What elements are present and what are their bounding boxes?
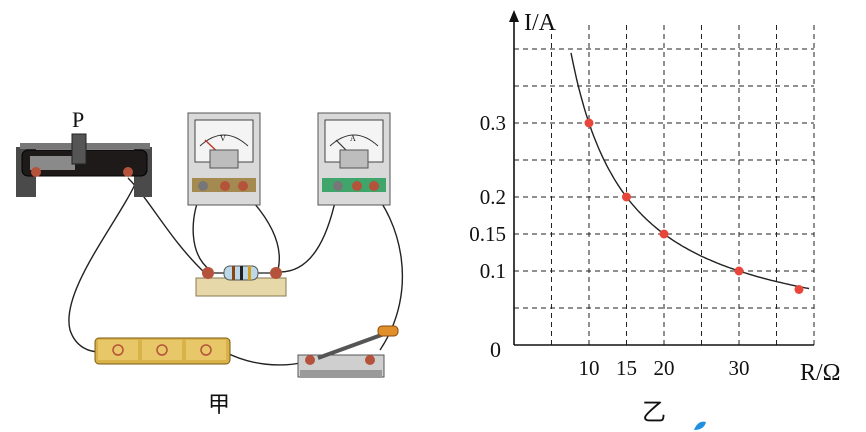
grid <box>514 22 815 345</box>
rheostat-terminal-right <box>123 167 133 177</box>
y-tick-label: 0.3 <box>480 111 506 135</box>
resistor-board <box>195 277 287 297</box>
series-points <box>584 118 804 294</box>
voltmeter-terminal-2 <box>238 181 248 191</box>
switch-terminal-left <box>305 355 315 365</box>
rheostat-slider-p[interactable] <box>71 133 87 165</box>
i-r-graph: 10 15 20 30 0.1 0.15 0.2 0.3 I/A R/Ω 0 乙 <box>469 10 841 426</box>
voltmeter-terminal-1 <box>220 181 230 191</box>
fixed-resistor <box>195 265 287 297</box>
ammeter-terminal-2 <box>369 181 379 191</box>
data-point <box>734 266 744 276</box>
switch-handle[interactable] <box>377 325 399 337</box>
switch-blade[interactable] <box>317 332 385 360</box>
knife-switch <box>297 325 399 378</box>
series-curve <box>570 52 810 290</box>
ammeter-scale <box>329 134 379 147</box>
circuit-diagram: P V A <box>16 107 404 417</box>
ink-mark <box>694 421 706 430</box>
circuit-caption: 甲 <box>208 392 230 417</box>
rheostat: P <box>16 107 152 197</box>
battery-cell-2 <box>142 340 182 360</box>
y-axis-arrow-icon <box>509 10 519 22</box>
resistor-terminal-right <box>270 267 282 279</box>
battery-cell-3 <box>186 340 226 360</box>
voltmeter-letter: V <box>220 134 226 143</box>
rheostat-terminal-left <box>31 167 41 177</box>
x-tick-label: 10 <box>579 356 600 380</box>
wire-battery-to-switch <box>224 351 306 366</box>
y-axis-label: I/A <box>524 10 557 36</box>
rheostat-label-p: P <box>72 107 84 132</box>
battery-cell-1 <box>98 340 138 360</box>
y-tick-label: 0.15 <box>469 222 506 246</box>
ammeter-center-block <box>339 149 369 169</box>
battery-plus-icon <box>156 344 168 356</box>
data-point <box>794 285 804 294</box>
voltmeter-center-block <box>209 149 239 169</box>
ammeter-terminal-neg <box>333 181 343 191</box>
y-tick-label: 0.2 <box>480 185 506 209</box>
rheostat-coil-highlight <box>30 156 75 170</box>
ammeter-letter: A <box>350 134 356 143</box>
resistor-terminal-left <box>202 267 214 279</box>
resistor-band-2 <box>240 266 243 280</box>
wire-rheostat-to-battery <box>68 177 139 353</box>
x-tick-label: 30 <box>729 356 750 380</box>
resistor-band-1 <box>232 266 235 280</box>
voltmeter: V <box>187 112 261 206</box>
data-point <box>584 118 594 128</box>
ammeter-dial <box>324 119 384 163</box>
battery-plus-icon <box>200 344 212 356</box>
origin-label: 0 <box>490 337 501 362</box>
data-point <box>659 229 669 239</box>
x-axis-label: R/Ω <box>800 360 841 386</box>
ammeter: A <box>317 112 391 206</box>
x-tick-label: 20 <box>654 356 675 380</box>
switch-base-shadow <box>300 370 382 378</box>
battery-pack <box>94 337 231 365</box>
x-tick-label: 15 <box>616 356 637 380</box>
tick-labels: 10 15 20 30 0.1 0.15 0.2 0.3 <box>469 111 749 380</box>
voltmeter-terminal-neg <box>198 181 208 191</box>
axes <box>509 10 814 346</box>
switch-terminal-right <box>365 355 375 365</box>
graph-caption: 乙 <box>642 400 666 426</box>
data-point <box>622 192 631 202</box>
battery-plus-icon <box>112 344 124 356</box>
resistor-band-3 <box>248 266 251 280</box>
ammeter-terminal-1 <box>352 181 362 191</box>
voltmeter-scale <box>199 134 249 147</box>
y-tick-label: 0.1 <box>480 259 506 283</box>
